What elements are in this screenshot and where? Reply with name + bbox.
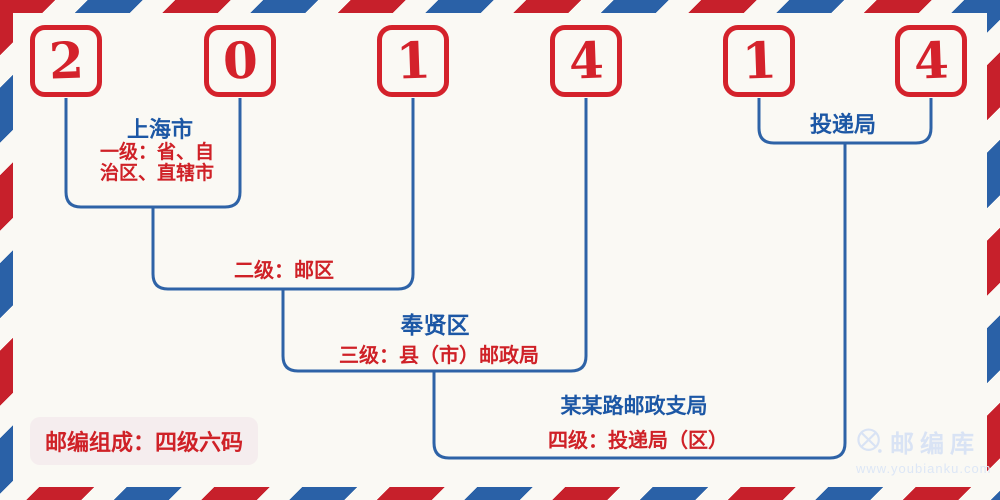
digit-box-6: 4	[895, 25, 967, 97]
site-watermark: 邮编库 www.youbianku.com	[856, 424, 992, 476]
postal-composition-text: 邮编组成：四级六码	[44, 430, 243, 455]
envelope-inner-area	[13, 13, 987, 487]
level4-branch-name: 某某路邮政支局	[560, 395, 708, 418]
level4-bracket	[432, 143, 847, 460]
digit-4: 4	[567, 30, 605, 91]
digit-1: 2	[47, 30, 85, 91]
digit-3: 1	[394, 30, 432, 91]
postal-composition-badge: 邮编组成：四级六码	[30, 417, 258, 465]
level2-description: 二级：邮区	[234, 260, 334, 282]
level1-description: 一级：省、自 治区、直辖市	[100, 142, 214, 184]
level3-description: 三级：县（市）邮政局	[339, 345, 539, 367]
delivery-office-label: 投递局	[809, 112, 877, 137]
digit-box-3: 1	[377, 25, 449, 97]
digit-box-1: 2	[30, 25, 102, 97]
level1-description-line2: 治区、直辖市	[99, 163, 215, 184]
digit-box-4: 4	[550, 25, 622, 97]
digit-2: 0	[221, 30, 259, 91]
watermark-brand-row: 邮编库	[856, 424, 992, 459]
level1-region-name: 上海市	[126, 117, 194, 142]
digit-box-5: 1	[723, 25, 795, 97]
digit-5: 1	[740, 30, 778, 91]
watermark-url: www.youbianku.com	[856, 461, 992, 476]
level4-description: 四级：投递局（区）	[548, 430, 728, 452]
digit-6: 4	[912, 30, 950, 91]
level3-district-name: 奉贤区	[400, 312, 470, 338]
level1-description-line1: 一级：省、自	[99, 142, 215, 163]
envelope-icon	[857, 428, 882, 453]
digit-box-2: 0	[204, 25, 276, 97]
watermark-brand-name: 邮编库	[890, 431, 980, 458]
